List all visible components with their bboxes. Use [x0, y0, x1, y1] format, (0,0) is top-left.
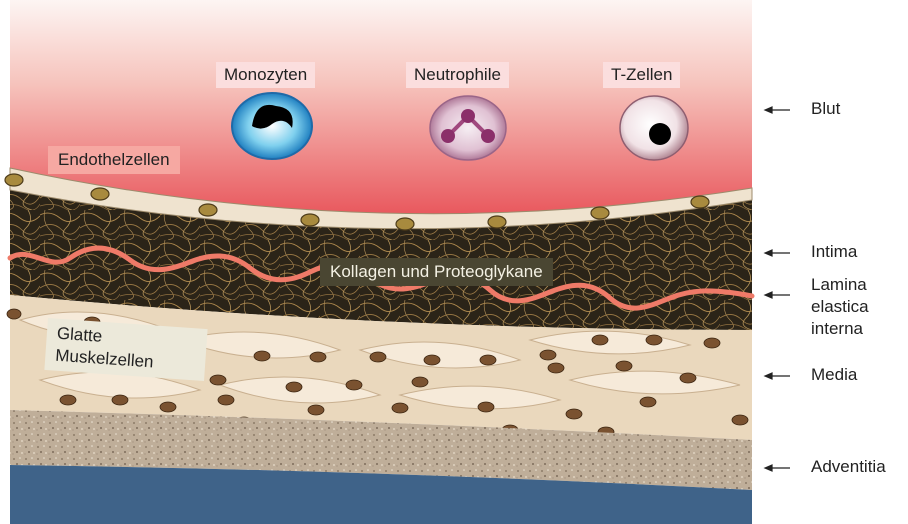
neutrophil-icon	[430, 96, 506, 160]
monocyte-icon	[232, 93, 312, 159]
cell-label-monozyten: Monozyten	[216, 62, 315, 88]
cell-label-neutrophile: Neutrophile	[406, 62, 509, 88]
t-cell-icon	[620, 96, 688, 160]
endothel-label: Endothelzellen	[48, 146, 180, 174]
collagen-label: Kollagen und Proteoglykane	[320, 258, 553, 286]
cell-label-t-zellen: T-Zellen	[603, 62, 680, 88]
muscle-label: Glatte Muskelzellen	[44, 318, 207, 381]
side-arrows	[765, 107, 790, 471]
